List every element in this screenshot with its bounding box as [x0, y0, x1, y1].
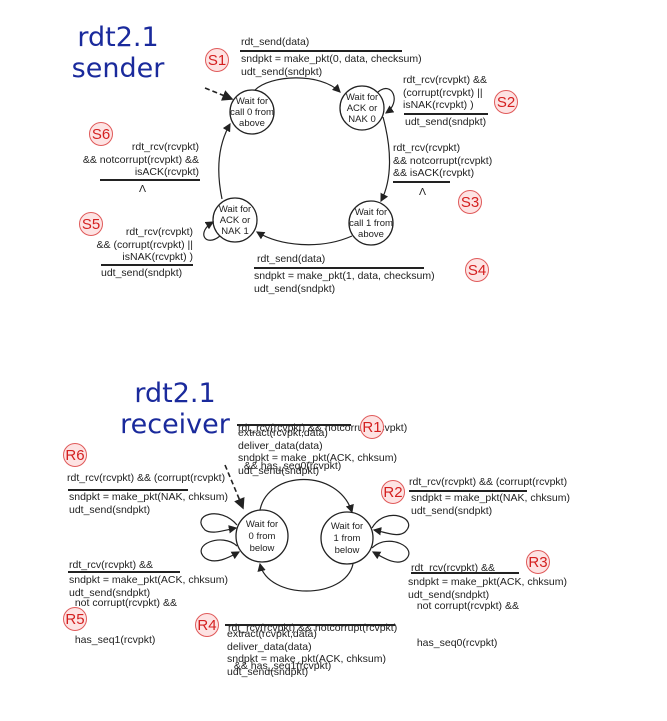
svg-text:below: below: [250, 543, 275, 554]
receiver-arrow-r2: [371, 514, 410, 536]
svg-text:Wait for: Wait for: [331, 521, 363, 532]
transition-s3-divider: [393, 181, 450, 183]
receiver-arrow-r6: [200, 513, 238, 534]
badge-r4: R4: [195, 613, 219, 637]
sender-arrow-s1: [254, 77, 341, 93]
receiver-arrow-r4: [257, 562, 354, 592]
badge-r3: R3: [526, 550, 550, 574]
transition-s4-divider: [254, 267, 424, 269]
sender-state-wait-call1: Wait for call 1 from above: [348, 200, 394, 246]
transition-s5-divider: [101, 264, 193, 266]
transition-r6-event: rdt_rcv(rcvpkt) && (corrupt(rcvpkt): [67, 472, 226, 484]
sender-state-wait-ack1: Wait for ACK or NAK 1: [212, 197, 258, 243]
badge-s1: S1: [205, 48, 229, 72]
transition-r5-actions: sndpkt = make_pkt(ACK, chksum) udt_send(…: [69, 574, 229, 599]
transition-s2-divider: [404, 113, 488, 115]
transition-r2-actions: sndpkt = make_pkt(NAK, chksum) udt_send(…: [411, 492, 571, 517]
svg-text:above: above: [239, 118, 265, 129]
transition-s3-event: rdt_rcv(rcvpkt) && notcorrupt(rcvpkt) &&…: [393, 142, 493, 179]
receiver-arrow-r5: [200, 539, 241, 562]
receiver-state-wait-0-below: Wait for 0 from below: [235, 509, 289, 563]
transition-s1-divider: [240, 50, 402, 52]
sender-title: rdt2.1 sender: [58, 22, 178, 84]
receiver-state-wait-1-below: Wait for 1 from below: [320, 511, 374, 565]
badge-s3: S3: [458, 190, 482, 214]
sender-arrow-s3: [380, 116, 391, 203]
transition-r3-divider: [411, 572, 519, 574]
svg-text:below: below: [335, 545, 360, 556]
svg-text:ACK or: ACK or: [347, 103, 378, 114]
transition-r6-divider: [68, 489, 188, 491]
sender-arrow-s6: [218, 122, 231, 200]
badge-r6: R6: [63, 443, 87, 467]
receiver-arrow-r3: [371, 540, 410, 563]
sender-initial-arrow: [204, 87, 234, 101]
sender-state-wait-ack0: Wait for ACK or NAK 0: [339, 85, 385, 131]
receiver-title-line2: receiver: [120, 409, 230, 440]
svg-text:call 0 from: call 0 from: [230, 107, 274, 118]
transition-s4-actions: sndpkt = make_pkt(1, data, checksum) udt…: [254, 270, 435, 295]
svg-text:NAK 0: NAK 0: [348, 114, 375, 125]
transition-s6-event: rdt_rcv(rcvpkt) && notcorrupt(rcvpkt) &&…: [82, 141, 199, 178]
transition-s1-event: rdt_send(data): [241, 36, 310, 48]
badge-s2: S2: [494, 90, 518, 114]
transition-s6-actions: Λ: [138, 183, 146, 195]
svg-text:ACK or: ACK or: [220, 215, 251, 226]
transition-s1-actions: sndpkt = make_pkt(0, data, checksum) udt…: [241, 53, 422, 78]
transition-s6-divider: [100, 179, 200, 181]
transition-r5-event: rdt_rcv(rcvpkt) && not corrupt(rcvpkt) &…: [69, 559, 177, 646]
sender-arrow-s4: [255, 231, 353, 246]
sender-title-line1: rdt2.1: [77, 22, 159, 53]
svg-text:above: above: [358, 229, 384, 240]
transition-r2-divider: [409, 490, 527, 492]
svg-text:Wait for: Wait for: [236, 96, 268, 107]
transition-r3-event: rdt_rcv(rcvpkt) && not corrupt(rcvpkt) &…: [411, 562, 519, 649]
badge-r1: R1: [360, 415, 384, 439]
transition-r4-divider: [225, 624, 395, 626]
transition-s4-event: rdt_send(data): [257, 253, 326, 265]
sender-state-wait-call0: Wait for call 0 from above: [229, 89, 275, 135]
svg-text:Wait for: Wait for: [346, 92, 378, 103]
receiver-arrow-r1: [259, 479, 354, 514]
badge-s4: S4: [465, 258, 489, 282]
transition-r4-actions: extract(rcvpkt,data) deliver_data(data) …: [227, 628, 387, 678]
svg-text:Wait for: Wait for: [246, 519, 278, 530]
sender-arrow-s2: [377, 88, 395, 114]
svg-text:0 from: 0 from: [249, 531, 276, 542]
transition-r1-divider: [237, 424, 351, 426]
receiver-title-line1: rdt2.1: [134, 378, 216, 409]
badge-r2: R2: [381, 480, 405, 504]
svg-text:Wait for: Wait for: [219, 204, 251, 215]
transition-s5-actions: udt_send(sndpkt): [101, 267, 183, 279]
transition-r3-actions: sndpkt = make_pkt(ACK, chksum) udt_send(…: [408, 576, 568, 601]
badge-s5: S5: [79, 212, 103, 236]
transition-s3-actions: Λ: [418, 186, 426, 198]
sender-title-line2: sender: [71, 53, 165, 84]
transition-r1-actions: extract(rcvpkt,data) deliver_data(data) …: [238, 427, 398, 477]
transition-s5-event: rdt_rcv(rcvpkt) && (corrupt(rcvpkt) || i…: [96, 226, 193, 263]
svg-text:1 from: 1 from: [334, 533, 361, 544]
svg-text:NAK 1: NAK 1: [221, 226, 248, 237]
svg-text:call 1 from: call 1 from: [349, 218, 393, 229]
transition-s2-actions: udt_send(sndpkt): [405, 116, 487, 128]
svg-text:Wait for: Wait for: [355, 207, 387, 218]
transition-r5-divider: [68, 571, 180, 573]
badge-s6: S6: [89, 122, 113, 146]
transition-r6-actions: sndpkt = make_pkt(NAK, chksum) udt_send(…: [69, 491, 229, 516]
sender-arrow-s5: [203, 221, 221, 241]
transition-s2-event: rdt_rcv(rcvpkt) && (corrupt(rcvpkt) || i…: [403, 74, 488, 111]
transition-r2-event: rdt_rcv(rcvpkt) && (corrupt(rcvpkt): [409, 476, 568, 488]
receiver-title: rdt2.1 receiver: [115, 378, 235, 440]
badge-r5: R5: [63, 607, 87, 631]
